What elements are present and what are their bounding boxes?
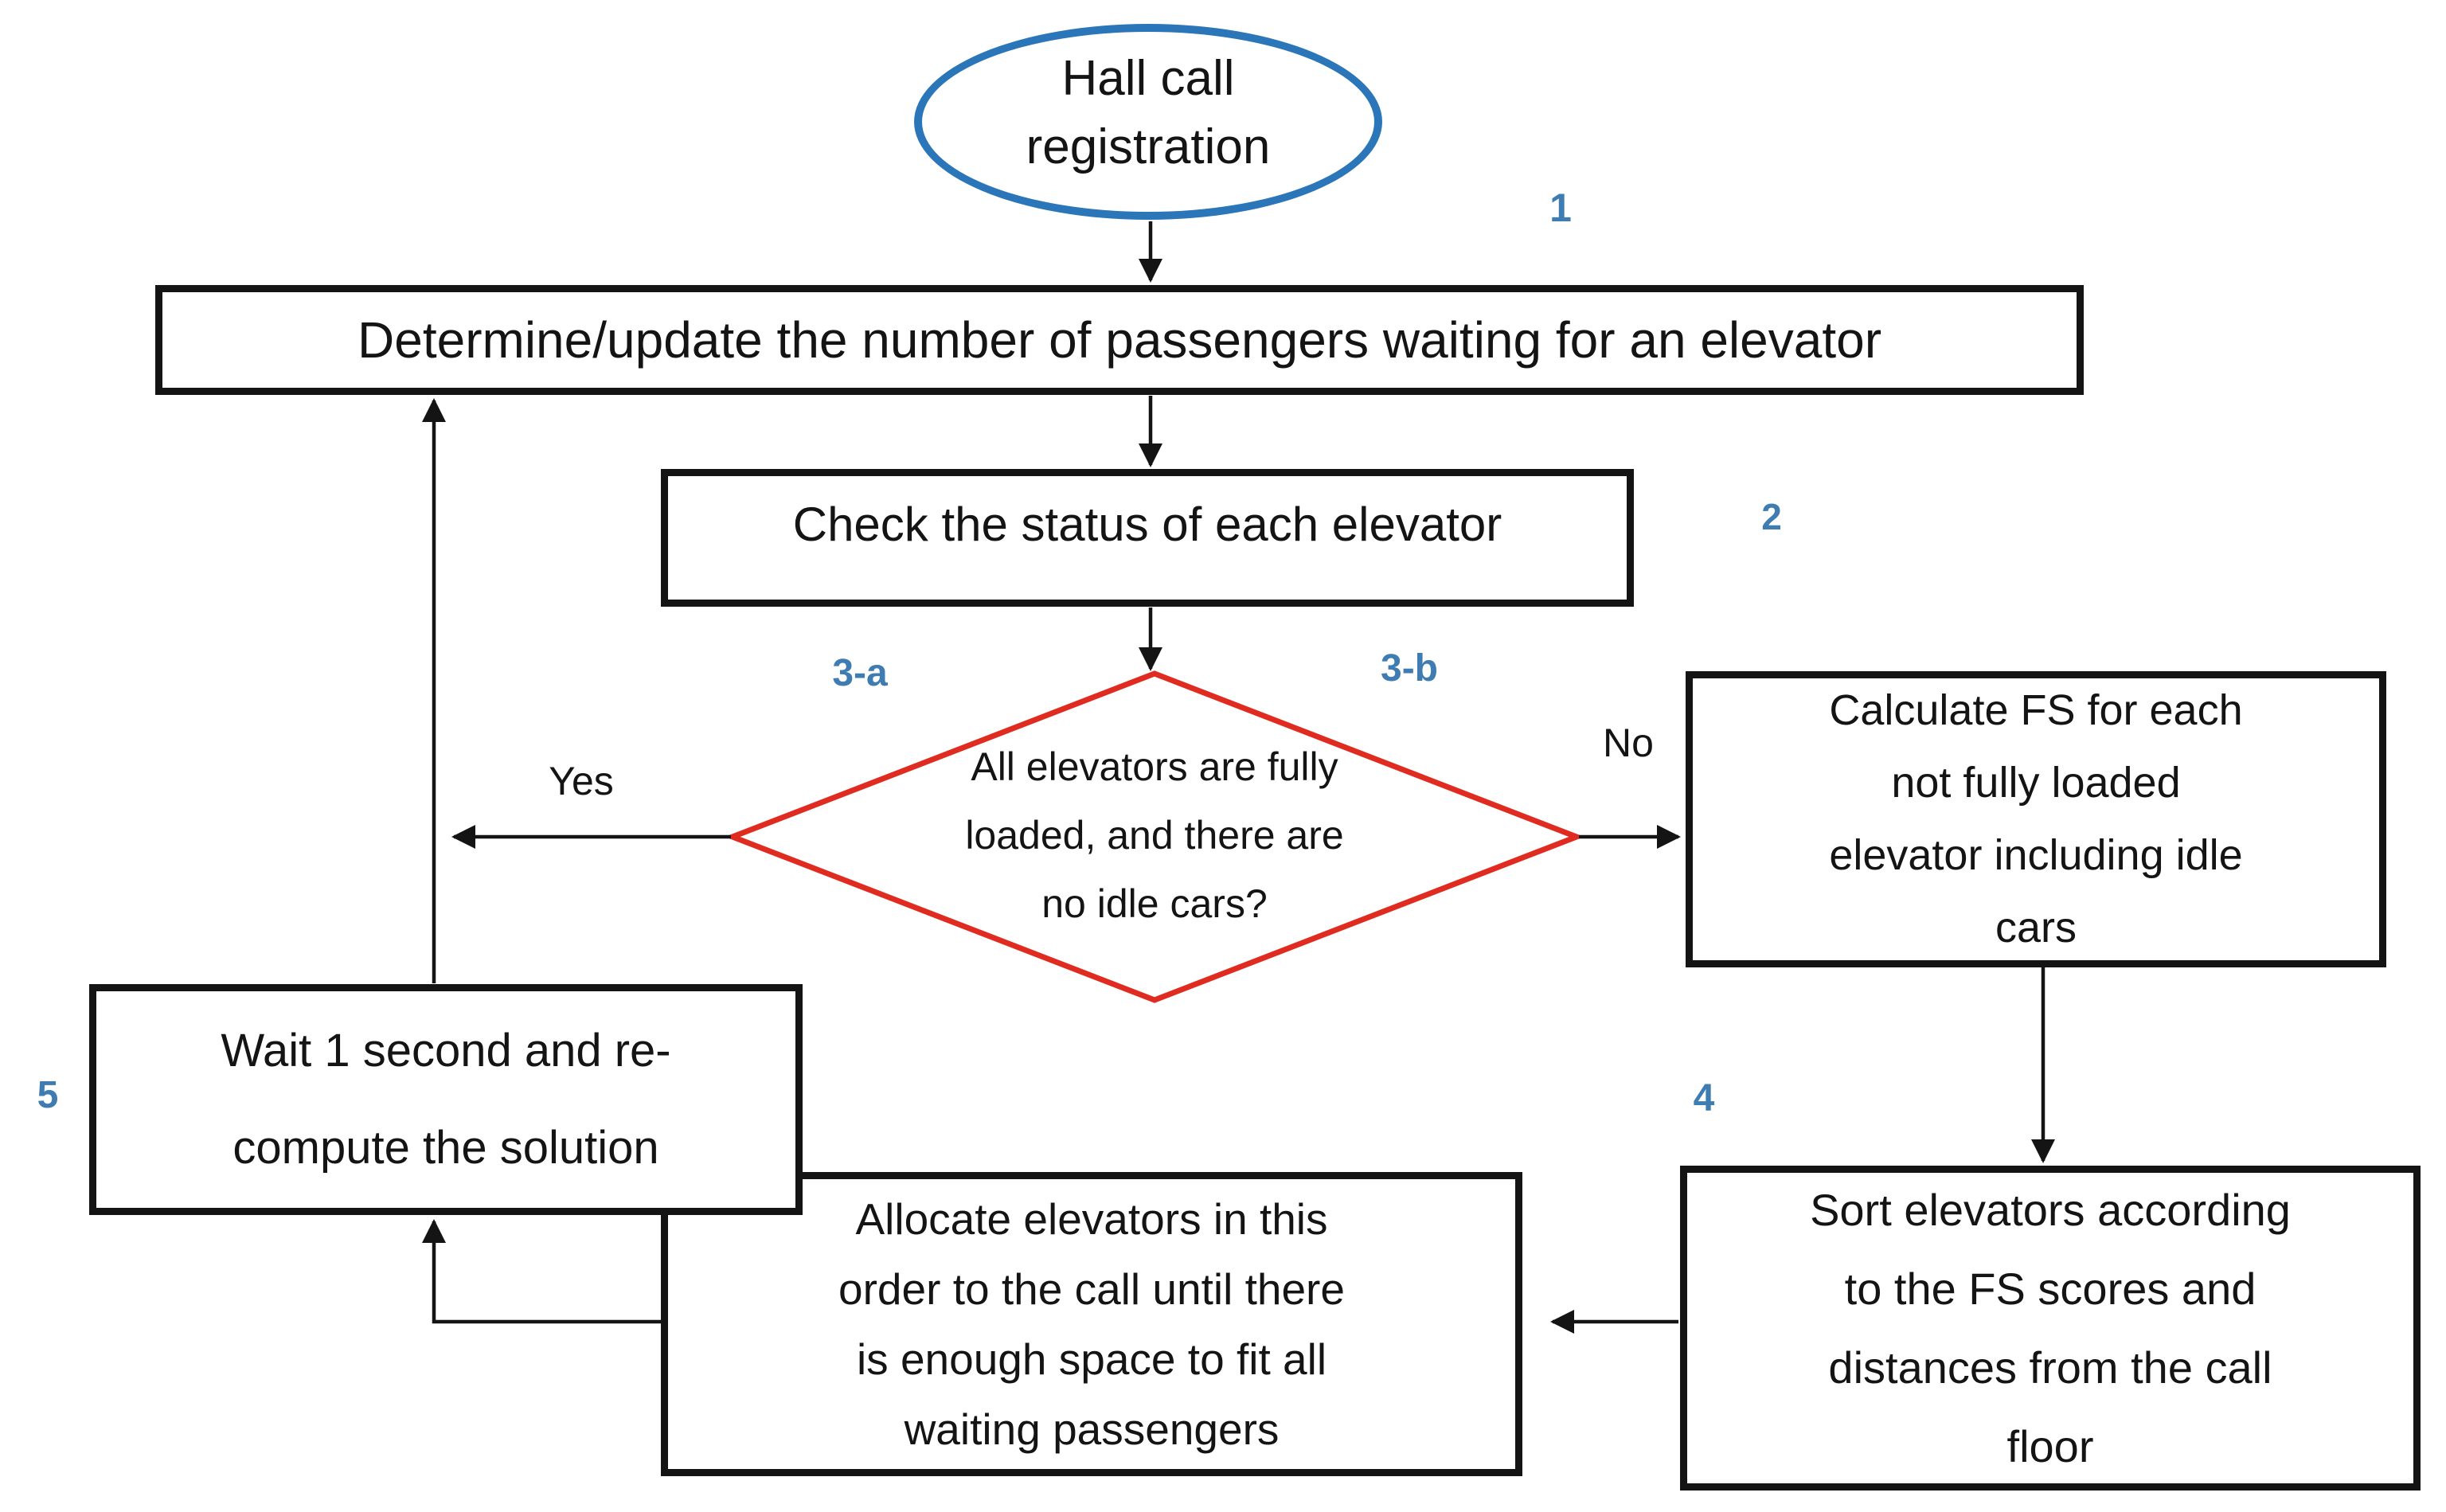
node-text-line: compute the solution xyxy=(232,1122,659,1174)
node-text-line: All elevators are fully xyxy=(971,744,1338,789)
node-text-line: Wait 1 second and re- xyxy=(221,1025,671,1076)
step-label-1: 1 xyxy=(1549,186,1572,230)
node-text-line: to the FS scores and xyxy=(1844,1264,2256,1314)
node-text-line: is enough space to fit all xyxy=(856,1334,1327,1384)
node-text-line: loaded, and there are xyxy=(965,813,1344,858)
node-text-line: Determine/update the number of passenger… xyxy=(358,311,1881,369)
step-label-3a: 3-a xyxy=(832,652,888,694)
node-decision-fully-loaded: All elevators are fully loaded, and ther… xyxy=(836,733,1473,938)
node-text-line: cars xyxy=(1995,904,2077,951)
node-allocate-elevators: Allocate elevators in this order to the … xyxy=(661,1172,1522,1476)
step-label-3b: 3-b xyxy=(1381,647,1438,690)
node-text-line: not fully loaded xyxy=(1891,759,2181,807)
node-text-line: waiting passengers xyxy=(904,1405,1280,1454)
node-text-line: Allocate elevators in this xyxy=(855,1194,1328,1244)
decision-diamond-shape xyxy=(725,670,1584,1003)
yes-branch-label: Yes xyxy=(549,759,614,803)
node-check-elevator-status: Check the status of each elevator xyxy=(661,469,1634,607)
node-text-line: distances from the call xyxy=(1828,1342,2272,1393)
node-wait-recompute: Wait 1 second and re- compute the soluti… xyxy=(89,984,803,1215)
step-label-2: 2 xyxy=(1761,496,1782,537)
node-text-line: elevator including idle xyxy=(1829,831,2243,879)
node-text-line: no idle cars? xyxy=(1041,881,1268,926)
node-text-line: Calculate FS for each xyxy=(1829,686,2243,734)
node-text-line: Check the status of each elevator xyxy=(792,497,1502,551)
node-calculate-fs: Calculate FS for each not fully loaded e… xyxy=(1686,671,2386,967)
node-hall-call-registration: Hall call registration xyxy=(914,24,1382,220)
no-branch-label: No xyxy=(1603,721,1654,765)
node-text-line: Sort elevators according xyxy=(1810,1185,2291,1235)
node-text-line: order to the call until there xyxy=(838,1264,1345,1314)
step-label-5: 5 xyxy=(37,1074,59,1116)
node-text-line: registration xyxy=(1026,119,1271,174)
node-text-line: Hall call xyxy=(1061,51,1235,106)
node-update-waiting-passengers: Determine/update the number of passenger… xyxy=(155,285,2084,395)
node-text-line: floor xyxy=(2006,1421,2094,1471)
step-label-4: 4 xyxy=(1693,1077,1715,1119)
node-sort-elevators: Sort elevators according to the FS score… xyxy=(1680,1166,2421,1491)
arrow-allocate-to-wait xyxy=(422,1219,662,1324)
